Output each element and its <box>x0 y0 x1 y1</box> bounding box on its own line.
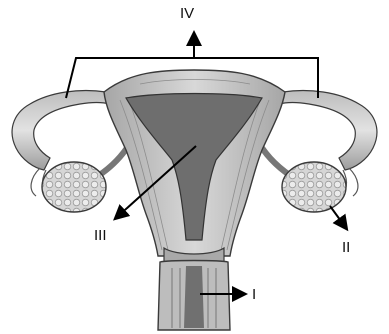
right-fallopian-tube <box>279 91 377 171</box>
vaginal-canal <box>184 266 204 328</box>
label-iv: IV <box>180 5 194 22</box>
label-iii: III <box>94 227 107 244</box>
label-i: I <box>252 286 256 303</box>
label-ii-pointer <box>330 206 346 228</box>
right-ovary <box>282 162 346 212</box>
label-ii: II <box>342 239 350 256</box>
left-ovary <box>42 162 106 212</box>
left-fallopian-tube <box>12 91 110 171</box>
